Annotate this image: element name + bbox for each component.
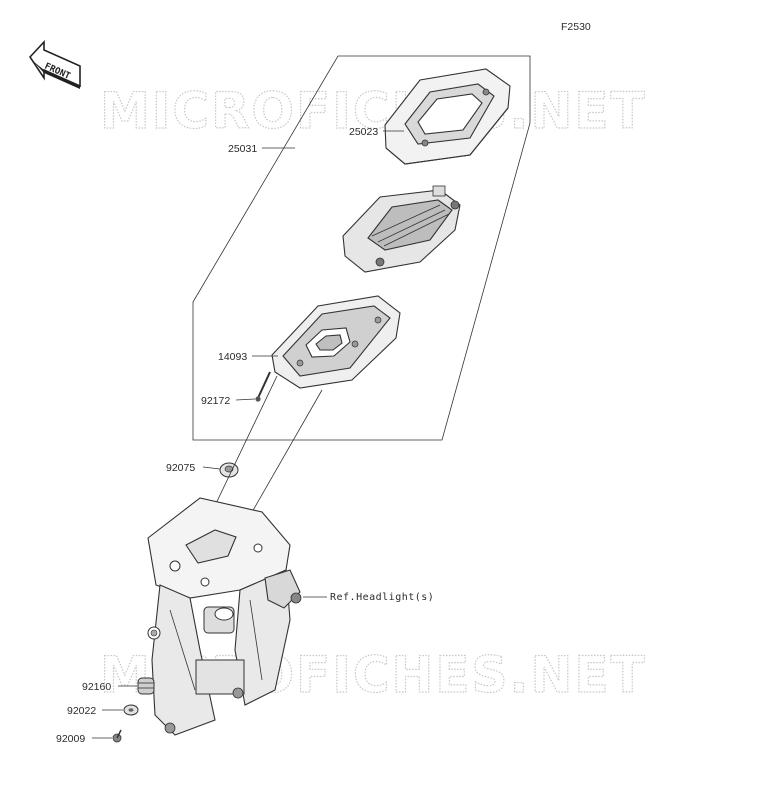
callout-25023: 25023 xyxy=(349,126,378,138)
meter-bracket-part xyxy=(147,497,302,736)
callout-92022: 92022 xyxy=(67,705,96,717)
meter-case-part xyxy=(271,295,401,389)
front-arrow-icon: FRONT xyxy=(28,39,81,89)
meter-cover-part xyxy=(384,68,511,165)
callout-25031: 25031 xyxy=(228,143,257,155)
assembly-outline xyxy=(192,55,531,441)
washer-92022-part xyxy=(123,704,139,716)
watermark-top: MICROFICHES.NET xyxy=(100,82,647,140)
callout-92075: 92075 xyxy=(166,462,195,474)
figure-code: F2530 xyxy=(561,21,591,33)
grommet-92075-part xyxy=(219,462,239,478)
screw-92172-part xyxy=(255,371,271,402)
bolt-92009-part xyxy=(112,729,122,743)
damper-92160-part xyxy=(137,677,155,695)
meter-unit-part xyxy=(342,185,461,273)
callout-92160: 92160 xyxy=(82,681,111,693)
callout-14093: 14093 xyxy=(218,351,247,363)
callout-ref-headlight: Ref.Headlight(s) xyxy=(330,592,434,603)
callout-92009: 92009 xyxy=(56,733,85,745)
callout-92172: 92172 xyxy=(201,395,230,407)
